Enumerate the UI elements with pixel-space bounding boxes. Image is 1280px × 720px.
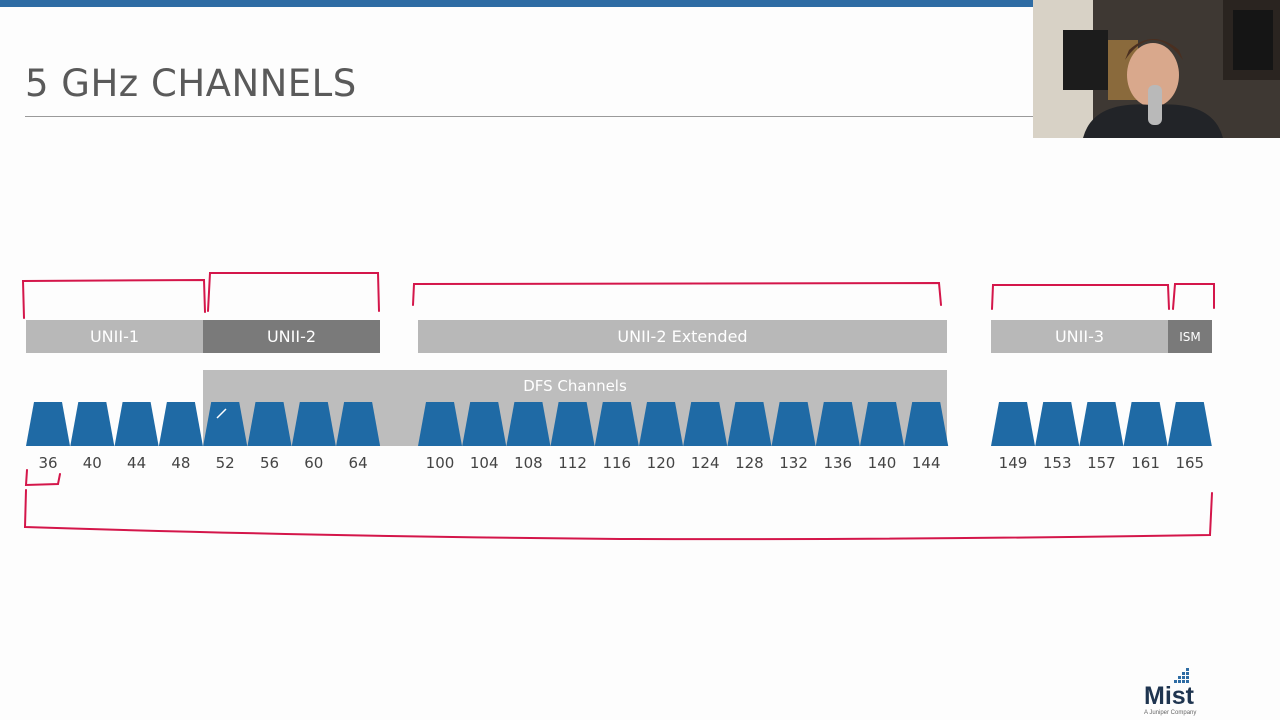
channel-number-100: 100 (425, 454, 455, 472)
channel-number-124: 124 (690, 454, 720, 472)
annotation-layer (21, 272, 1215, 541)
channel-number-128: 128 (735, 454, 764, 472)
annotation-bracket-ism (1172, 283, 1215, 310)
presenter-webcam (1033, 0, 1280, 138)
channel-number-40: 40 (82, 454, 102, 472)
channel-116 (594, 402, 639, 446)
channel-number-104: 104 (469, 454, 499, 472)
logo-dots-icon (1174, 668, 1189, 683)
channel-number-112: 112 (558, 454, 587, 472)
channel-number-165: 165 (1175, 454, 1205, 472)
channel-153 (1035, 402, 1080, 446)
channel-161 (1123, 402, 1168, 446)
channel-157 (1079, 402, 1124, 446)
band-unii3: UNII-3 (991, 320, 1168, 353)
band-unii2-extended: UNII-2 Extended (418, 320, 947, 353)
channel-124 (683, 402, 728, 446)
channel-48 (158, 402, 203, 446)
channel-number-132: 132 (779, 454, 808, 472)
channel-number-60: 60 (304, 454, 324, 472)
presenter-image (1033, 0, 1280, 138)
channel-40 (70, 402, 115, 446)
band-unii2: UNII-2 (203, 320, 380, 353)
annotation-bracket-ch36 (24, 469, 61, 487)
band-ism: ISM (1168, 320, 1212, 353)
channel-120 (639, 402, 683, 446)
channel-140 (860, 402, 904, 446)
channel-number-120: 120 (646, 454, 676, 472)
channel-112 (550, 402, 595, 446)
logo-wordmark: Mist (1144, 682, 1194, 710)
channel-60 (291, 402, 336, 446)
channel-144 (904, 402, 949, 446)
channel-number-157: 157 (1087, 454, 1116, 472)
channel-128 (727, 402, 772, 446)
logo-subtitle: A Juniper Company (1144, 710, 1197, 716)
channel-number-136: 136 (823, 454, 853, 472)
channel-number-36: 36 (38, 454, 58, 472)
channel-number-116: 116 (602, 454, 632, 472)
channel-64 (336, 402, 381, 446)
channel-165 (1167, 402, 1212, 446)
annotation-bracket-unii3 (991, 284, 1170, 310)
mist-logo: Mist A Juniper Company (1138, 666, 1202, 718)
band-unii1: UNII-1 (26, 320, 203, 353)
channel-number-144: 144 (911, 454, 941, 472)
annotation-bracket-unii2 (207, 272, 380, 312)
channel-136 (815, 402, 860, 446)
channel-number-52: 52 (215, 454, 235, 472)
channel-108 (506, 402, 551, 446)
channel-36 (26, 402, 70, 446)
channel-number-140: 140 (867, 454, 897, 472)
channel-number-64: 64 (348, 454, 368, 472)
pen-cursor-mark (216, 408, 227, 419)
top-accent-bar (0, 0, 1280, 7)
channel-100 (418, 402, 462, 446)
annotation-bracket-unii2e (412, 281, 942, 306)
channel-number-108: 108 (514, 454, 543, 472)
channel-number-44: 44 (127, 454, 147, 472)
annotation-bracket-all (23, 489, 1213, 541)
channel-149 (991, 402, 1035, 446)
channel-56 (247, 402, 292, 446)
annotation-bracket-unii1 (21, 278, 206, 319)
channel-132 (771, 402, 816, 446)
dfs-label: DFS Channels (523, 377, 627, 395)
channel-44 (114, 402, 159, 446)
channel-number-161: 161 (1131, 454, 1160, 472)
title-divider (25, 116, 1035, 117)
channel-104 (462, 402, 507, 446)
channel-52 (203, 402, 248, 446)
channel-number-153: 153 (1042, 454, 1072, 472)
channel-number-149: 149 (998, 454, 1028, 472)
channel-number-48: 48 (171, 454, 191, 472)
channel-number-56: 56 (259, 454, 280, 472)
slide-title: 5 GHz CHANNELS (25, 62, 357, 105)
